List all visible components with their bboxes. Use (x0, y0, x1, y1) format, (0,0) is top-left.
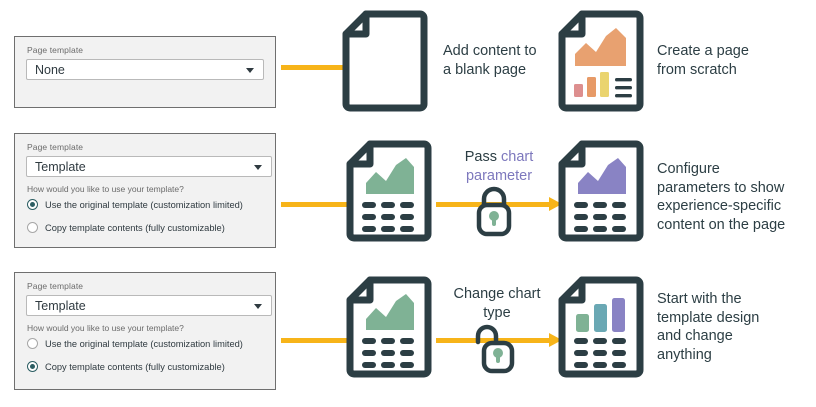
select-value: None (35, 62, 65, 77)
lock-open-icon (466, 318, 516, 379)
chevron-down-icon (246, 67, 254, 73)
caption-start-with-template: Start with the template design and chang… (657, 291, 760, 363)
page-template-panel-row1: Page template None (14, 36, 276, 108)
radio-option-use-original[interactable]: Use the original template (customization… (27, 199, 243, 210)
radio-indicator (27, 199, 38, 210)
caption-add-content: Add content to a blank page (443, 43, 537, 78)
annotation-change-chart-type: Change chart type (433, 285, 561, 322)
template-usage-question: How would you like to use your template? (27, 184, 184, 194)
page-template-select[interactable]: Template (26, 156, 272, 177)
lock-closed-icon (471, 182, 517, 243)
field-label-page-template: Page template (27, 142, 84, 152)
radio-indicator (27, 222, 38, 233)
chevron-down-icon (254, 164, 262, 170)
field-label-page-template: Page template (27, 45, 84, 55)
chart-document-green-icon (346, 140, 432, 242)
chart-document-purple-icon (558, 140, 644, 242)
radio-option-copy-contents[interactable]: Copy template contents (fully customizab… (27, 222, 225, 233)
radio-label: Use the original template (customization… (45, 338, 243, 349)
page-template-panel-row2: Page template Template How would you lik… (14, 133, 276, 248)
annot-text-highlight: chart parameter (465, 149, 534, 184)
select-value: Template (35, 159, 86, 174)
radio-indicator (27, 361, 38, 372)
template-usage-question: How would you like to use your template? (27, 323, 184, 333)
caption-configure-parameters: Configure parameters to show experience-… (657, 161, 786, 233)
page-template-select[interactable]: None (26, 59, 264, 80)
select-value: Template (35, 298, 86, 313)
bar-document-icon (558, 276, 644, 378)
radio-label: Copy template contents (fully customizab… (45, 222, 225, 233)
radio-label: Copy template contents (fully customizab… (45, 361, 225, 372)
radio-label: Use the original template (customization… (45, 199, 243, 210)
chart-document-green-icon (346, 276, 432, 378)
annotation-pass-chart-parameter: Pass chart parameter (438, 148, 560, 185)
radio-indicator (27, 338, 38, 349)
chart-document-orange-icon (558, 10, 644, 112)
caption-create-from-scratch: Create a page from scratch (657, 43, 749, 78)
annot-text-plain: Pass (464, 149, 501, 165)
annot-text-plain: Change chart type (453, 286, 541, 321)
field-label-page-template: Page template (27, 281, 84, 291)
chevron-down-icon (254, 303, 262, 309)
blank-document-icon (342, 10, 428, 112)
page-template-select[interactable]: Template (26, 295, 272, 316)
page-template-panel-row3: Page template Template How would you lik… (14, 272, 276, 390)
radio-option-use-original[interactable]: Use the original template (customization… (27, 338, 243, 349)
radio-option-copy-contents[interactable]: Copy template contents (fully customizab… (27, 361, 225, 372)
